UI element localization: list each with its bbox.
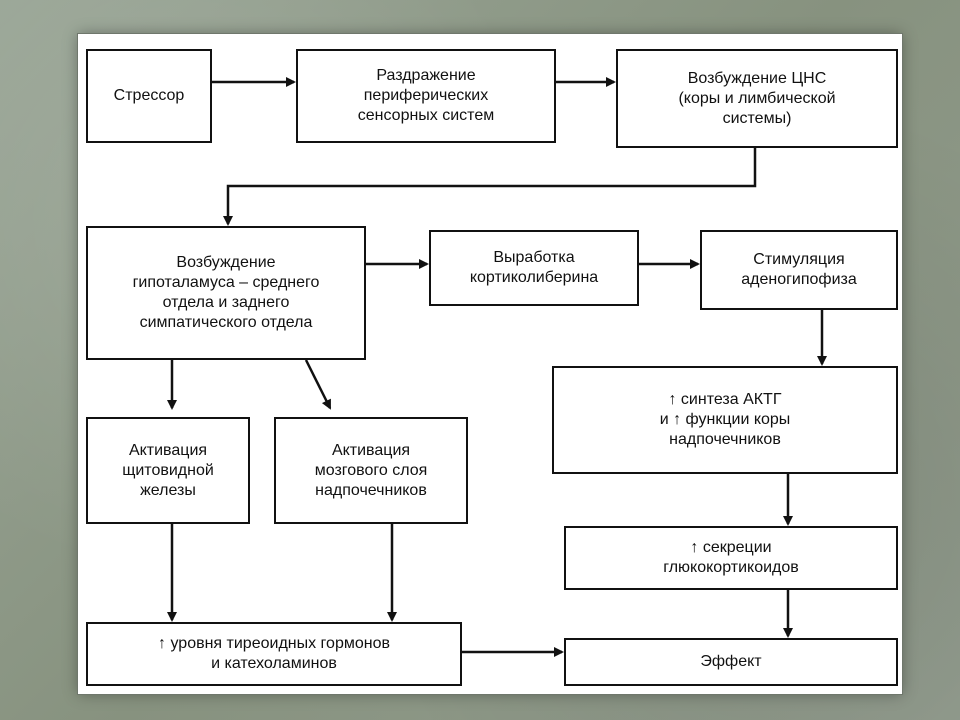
edge-cns-hypothalamus [223,148,757,226]
node-cns-excitation: Возбуждение ЦНС (коры и лимбической сист… [616,49,898,148]
edge-hypothalamus-medulla [304,359,332,410]
diagram-canvas: Стрессор Раздражение периферических сенс… [78,34,902,694]
node-corticoliberin: Выработка кортиколиберина [429,230,639,306]
node-actg-synthesis: ↑ синтеза АКТГ и ↑ функции коры надпочеч… [552,366,898,474]
node-effect: Эффект [564,638,898,686]
node-glucocorticoid-secretion: ↑ секреции глюкокортикоидов [564,526,898,590]
node-stressor: Стрессор [86,49,212,143]
node-peripheral-irritation: Раздражение периферических сенсорных сис… [296,49,556,143]
node-adenohypophysis: Стимуляция аденогипофиза [700,230,898,310]
node-thyroid-activation: Активация щитовидной железы [86,417,250,524]
node-hormone-levels: ↑ уровня тиреоидных гормонов и катехолам… [86,622,462,686]
node-adrenal-medulla-activation: Активация мозгового слоя надпочечников [274,417,468,524]
node-hypothalamus-excitation: Возбуждение гипоталамуса – среднего отде… [86,226,366,360]
